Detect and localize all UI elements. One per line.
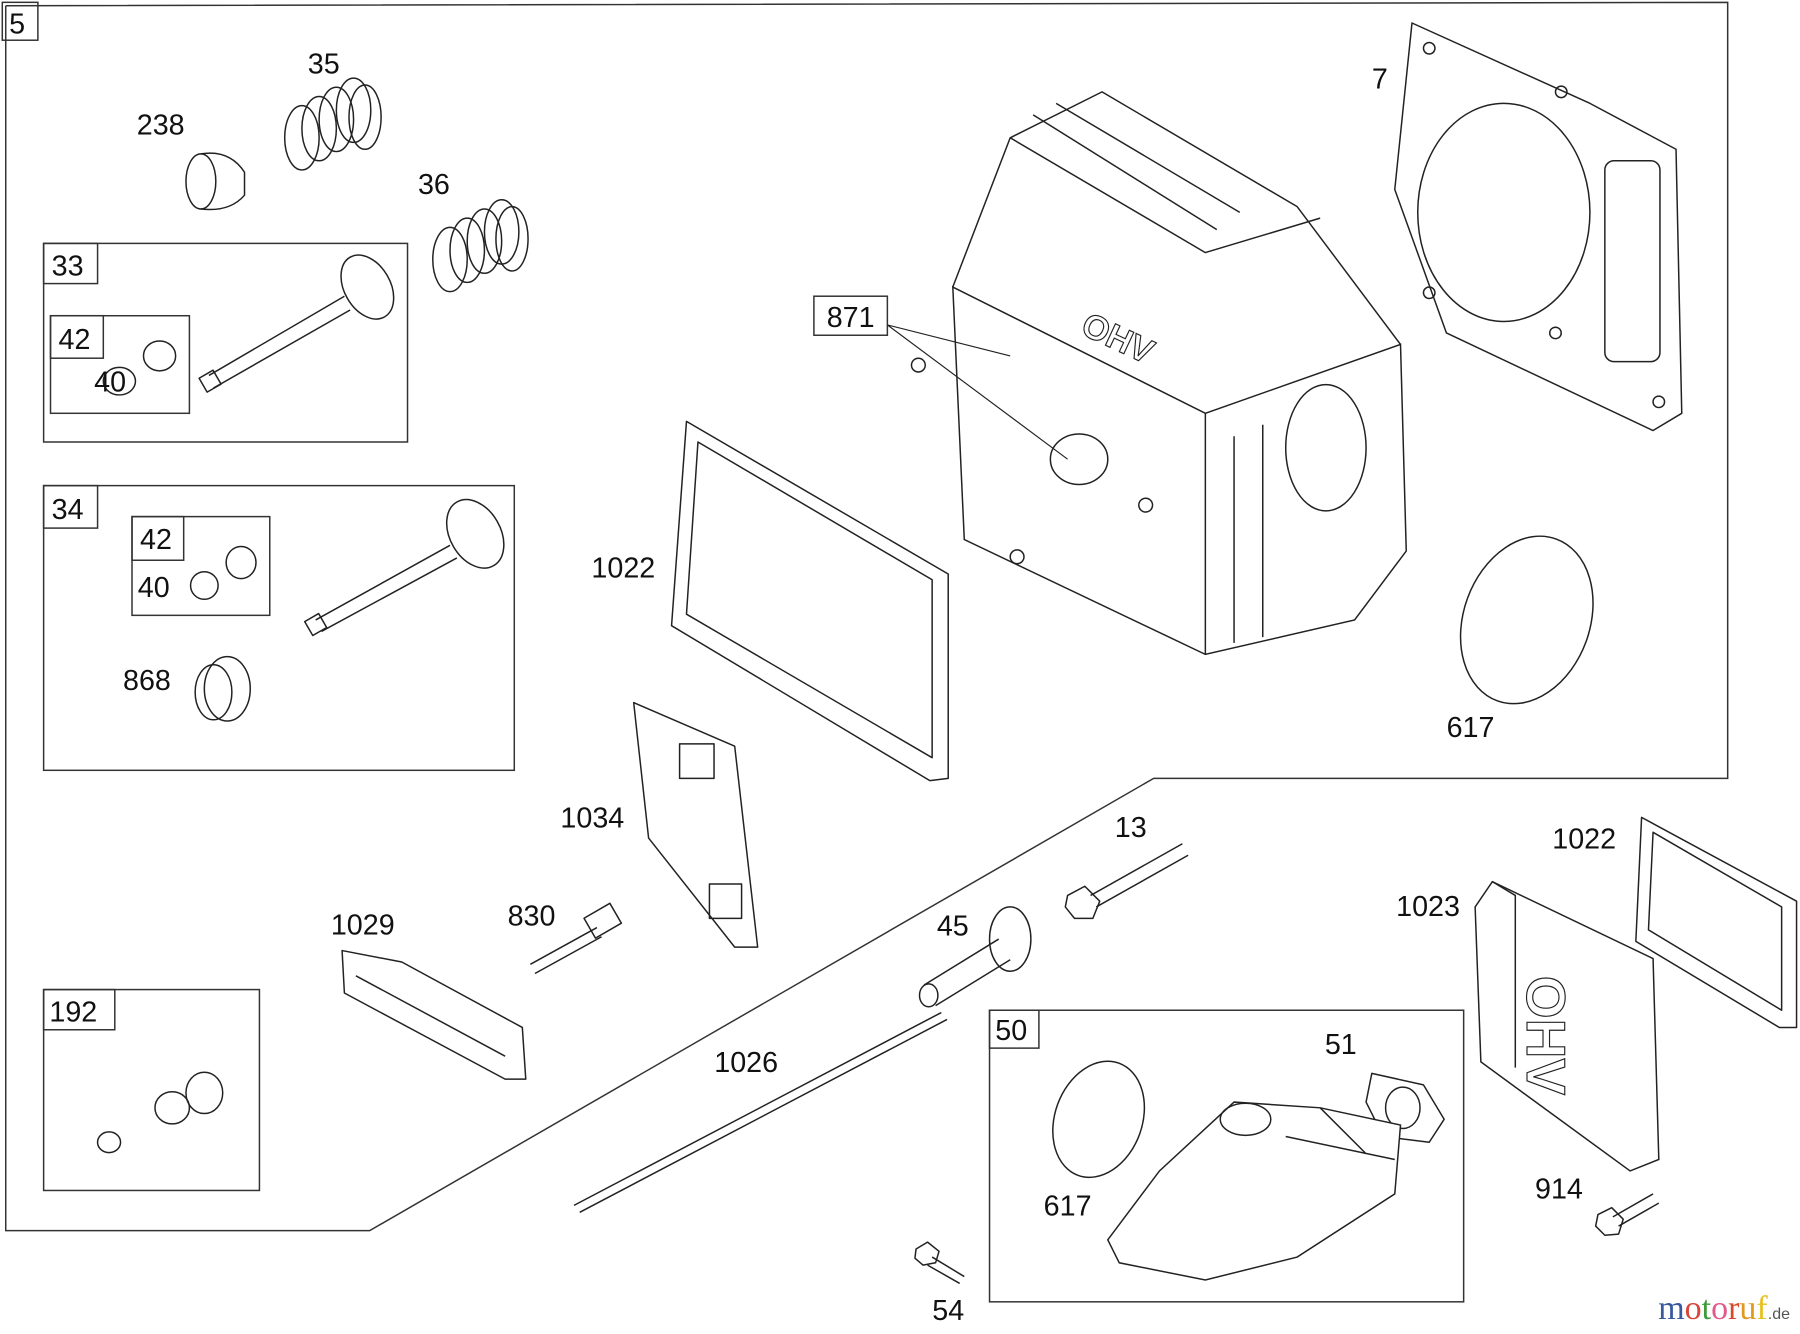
head-bolt-callout: 871 xyxy=(827,302,875,334)
exhaust-keepers-box xyxy=(49,314,191,415)
watermark-letter: t xyxy=(1701,1290,1712,1327)
callout-830: 830 xyxy=(508,900,556,932)
watermark-letter: r xyxy=(1728,1290,1740,1327)
main-label-box xyxy=(1,1,39,41)
watermark-letter: f xyxy=(1756,1290,1768,1327)
intake-valve-box xyxy=(42,484,516,772)
svg-text:OHV: OHV xyxy=(1515,976,1577,1096)
valve-spring-part xyxy=(283,77,382,171)
exhaust-valve-label: 33 xyxy=(52,251,84,283)
exhaust-valve-box xyxy=(42,242,409,443)
valve-rotator-part xyxy=(225,545,257,580)
manifold-screw-part xyxy=(914,1241,965,1285)
callout-35: 35 xyxy=(308,49,340,81)
intake-kit-label: 50 xyxy=(995,1015,1027,1047)
intake-valve-label: 34 xyxy=(52,494,84,526)
exhaust-keepers-sub-label: 40 xyxy=(94,366,126,398)
intake-keepers-sub-label: 40 xyxy=(138,572,170,604)
head-gasket-part xyxy=(1394,22,1683,432)
intake-keepers-box xyxy=(131,515,271,617)
valve-cover-gasket-part xyxy=(1635,816,1798,1029)
callout-617-intake: 617 xyxy=(1044,1191,1092,1223)
intake-keepers-label: 42 xyxy=(140,524,172,556)
callout-1022: 1022 xyxy=(591,552,655,584)
valve-keeper-part xyxy=(102,366,137,396)
intake-kit-box xyxy=(988,1009,1465,1303)
watermark-letter: m xyxy=(1658,1290,1685,1327)
callout-617: 617 xyxy=(1447,712,1495,744)
intake-valve-part xyxy=(303,498,505,637)
valve-cap-part xyxy=(185,152,246,211)
exhaust-keepers-label: 42 xyxy=(59,324,91,356)
callout-868: 868 xyxy=(123,665,171,697)
breather-kit-box xyxy=(42,988,261,1192)
cylinder-head-part: OHV xyxy=(910,91,1408,656)
intake-keepers-label-box xyxy=(131,515,185,561)
watermark-letter: o xyxy=(1711,1290,1729,1327)
watermark-letter: o xyxy=(1684,1290,1702,1327)
intake-gasket-part xyxy=(1365,1072,1445,1144)
callout-1029: 1029 xyxy=(331,909,395,941)
valve-keeper-part xyxy=(189,570,219,601)
callout-45: 45 xyxy=(937,911,969,943)
head-bolt-part xyxy=(1064,843,1189,920)
valve-cover-part: OHV xyxy=(1474,880,1660,1172)
o-ring-part xyxy=(1459,535,1594,705)
cover-screw-part xyxy=(1594,1193,1660,1236)
intake-valve-label-box xyxy=(42,484,99,529)
head-bolt-callout-box xyxy=(813,295,889,336)
callout-1022-cover: 1022 xyxy=(1552,823,1616,855)
breather-plate-part xyxy=(632,701,759,948)
exhaust-valve-label-box xyxy=(42,242,99,285)
callout-1034: 1034 xyxy=(560,803,624,835)
valve-seal-part xyxy=(194,655,252,722)
valve-cover-gasket-part xyxy=(670,420,949,782)
callout-1026: 1026 xyxy=(714,1047,778,1079)
valve-spring-part xyxy=(432,199,529,293)
callout-238: 238 xyxy=(137,109,185,141)
callout-54: 54 xyxy=(932,1295,964,1327)
motoruf-watermark: motoruf.de xyxy=(1658,1290,1790,1327)
callout-36: 36 xyxy=(418,169,450,201)
callout-13: 13 xyxy=(1115,812,1147,844)
callout-7: 7 xyxy=(1372,63,1388,95)
o-ring-part xyxy=(1052,1060,1146,1179)
callout-51: 51 xyxy=(1325,1029,1357,1061)
breather-kit-label-box xyxy=(42,988,116,1031)
leader-line xyxy=(887,324,1068,460)
breather-fitting-part xyxy=(96,1071,224,1154)
exhaust-valve-part xyxy=(198,254,395,393)
stud-part xyxy=(529,902,623,975)
callout-1023: 1023 xyxy=(1396,891,1460,923)
intake-manifold-part xyxy=(1106,1101,1402,1281)
breather-kit-label: 192 xyxy=(49,997,97,1029)
valve-rotator-part xyxy=(142,340,177,372)
exhaust-keepers-label-box xyxy=(49,314,105,359)
breather-cover-part xyxy=(341,949,527,1080)
main-label: 5 xyxy=(9,8,25,40)
intake-kit-label-box xyxy=(988,1009,1040,1049)
watermark-letter: u xyxy=(1739,1290,1757,1327)
main-frame xyxy=(4,1,1729,1232)
callout-914: 914 xyxy=(1535,1174,1583,1206)
push-rod-guide-part xyxy=(918,906,1032,1008)
push-rod-part xyxy=(573,1011,948,1213)
